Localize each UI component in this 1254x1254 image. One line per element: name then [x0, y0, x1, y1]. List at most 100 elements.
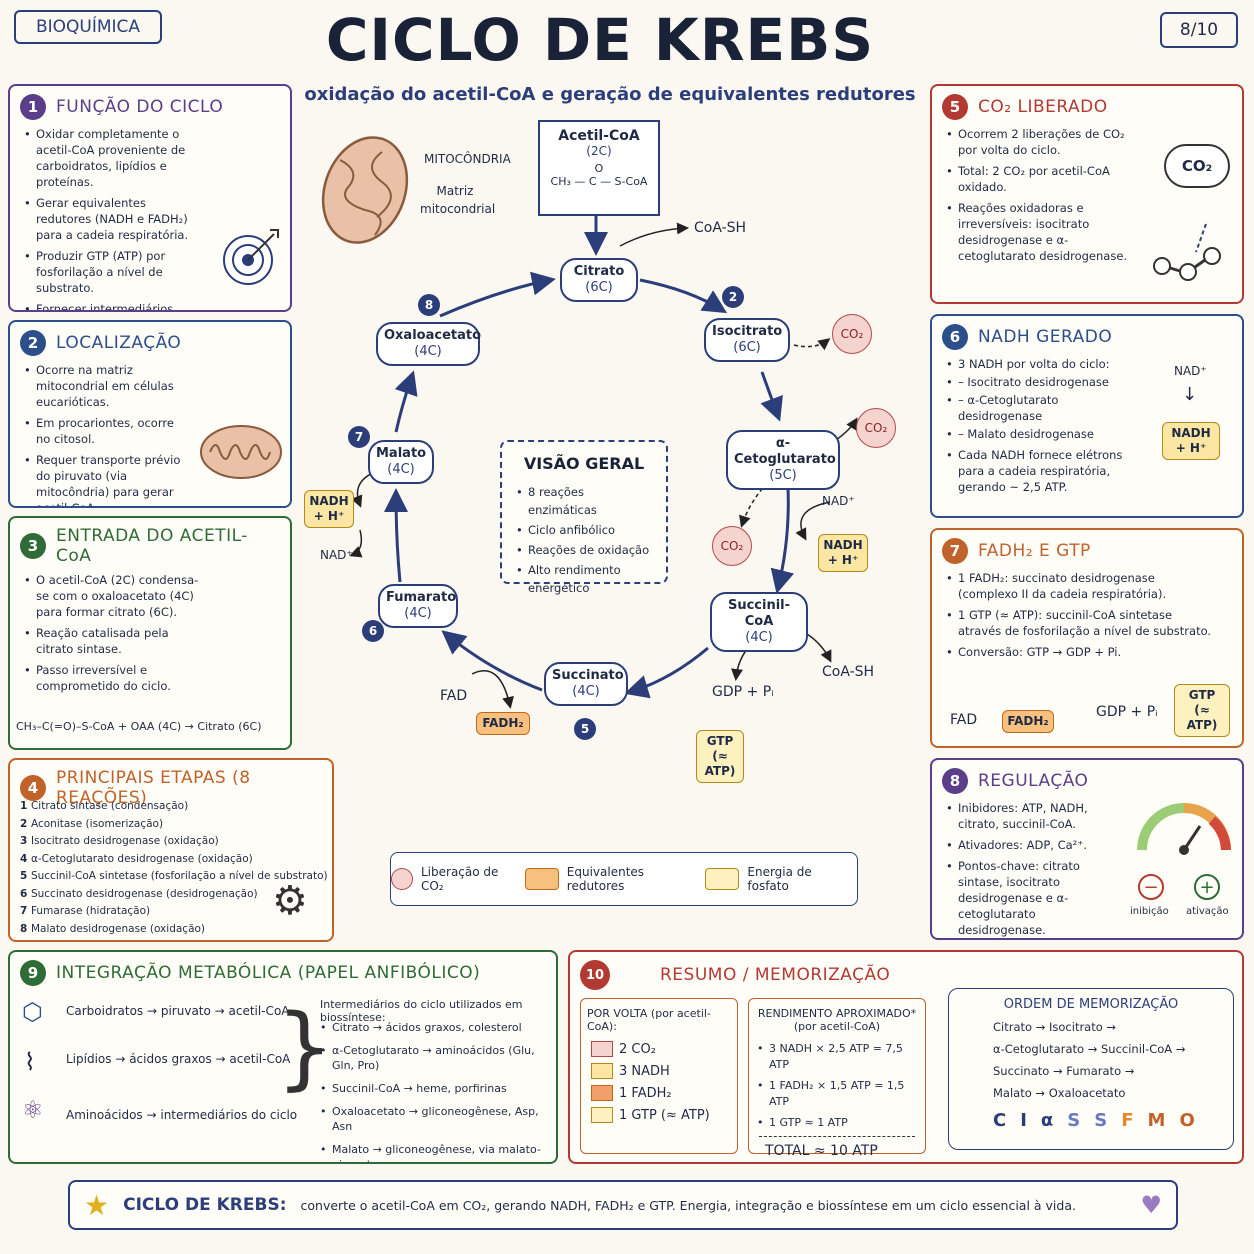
panel-integracao: 9 INTEGRAÇÃO METABÓLICA (PAPEL ANFIBÓLICO… — [8, 950, 558, 1164]
per-turn-box: POR VOLTA (por acetil-CoA): 2 CO₂ 3 NADH… — [580, 998, 738, 1154]
list-item: Ocorre na matriz mitocondrial em células… — [24, 362, 190, 410]
panel-title: CO₂ LIBERADO — [978, 97, 1108, 117]
node-oxaloacetato: Oxaloacetato(4C) — [376, 322, 481, 366]
panel-number: 10 — [580, 960, 610, 990]
yield-item: 1 FADH₂ × 1,5 ATP = 1,5 ATP — [757, 1078, 915, 1110]
legend-swatch — [705, 868, 740, 890]
nadh-box: NADH + H⁺ — [304, 490, 354, 528]
list-item: Fornecer intermediários para biossíntese… — [24, 301, 200, 310]
list-item: Succinil-CoA → heme, porfirinas — [320, 1081, 546, 1096]
heart-icon: ♥ — [1140, 1191, 1162, 1219]
gtp-box: GTP (≈ ATP) — [696, 730, 744, 783]
order-title: ORDEM DE MEMORIZAÇÃO — [1003, 997, 1179, 1012]
order-line: Malato → Oxaloacetato — [993, 1086, 1126, 1100]
panel-number: 9 — [20, 960, 46, 986]
co2-bubble: CO₂ — [832, 314, 872, 354]
minus-icon: − — [1138, 874, 1164, 900]
acetyl-coa-name: Acetil-CoA — [558, 128, 640, 144]
order-line: Succinato → Fumarato → — [993, 1064, 1135, 1078]
panel-number: 3 — [20, 533, 46, 559]
footer-label: CICLO DE KREBS: — [123, 1195, 287, 1215]
gear-icon: ⚙ — [272, 878, 308, 924]
panel-number: 6 — [942, 324, 968, 350]
aminoacid-icon: ⚛ — [22, 1096, 44, 1124]
per-turn-title: POR VOLTA (por acetil-CoA): — [587, 1007, 711, 1033]
list-item: Reação catalisada pela citrato sintase. — [24, 625, 200, 657]
list-item: Reações de oxidação — [516, 541, 656, 559]
legend-swatch — [391, 868, 413, 890]
overview-box: VISÃO GERAL 8 reações enzimáticas Ciclo … — [500, 440, 668, 595]
list-subitem: – Malato desidrogenase — [946, 426, 1132, 442]
node-alfa-cetoglutarato: α-Cetoglutarato(5C) — [726, 430, 840, 490]
co2-cloud-icon: CO₂ — [1164, 144, 1230, 188]
star-icon: ★ — [84, 1188, 110, 1222]
mitochondrion-illustration — [321, 136, 409, 244]
list-item: 8 reações enzimáticas — [516, 483, 656, 519]
list-item: Ciclo anfibólico — [516, 521, 656, 539]
order-box: ORDEM DE MEMORIZAÇÃO Citrato → Isocitrat… — [948, 988, 1234, 1150]
inhibition-label: inibição — [1130, 906, 1169, 917]
legend: Liberação de CO₂ Equivalentes redutores … — [390, 852, 858, 906]
fad-label: FAD — [440, 688, 468, 704]
per-turn-item: 1 FADH₂ — [619, 1085, 672, 1101]
gtp-box: GTP (≈ ATP) — [1174, 684, 1230, 737]
list-item: 1 GTP (≈ ATP): succinil-CoA sintetase at… — [946, 607, 1212, 639]
target-icon — [223, 229, 279, 285]
gauge-icon — [1137, 803, 1231, 855]
step-item: 4 α-Cetoglutarato desidrogenase (oxidaçã… — [20, 852, 253, 865]
panel-number: 8 — [942, 768, 968, 794]
step-item: 6 Succinato desidrogenase (desidrogenaçã… — [20, 887, 258, 900]
step-item: 5 Succinil-CoA sintetase (fosforilação a… — [20, 870, 328, 882]
list-item: Ativadores: ADP, Ca²⁺. — [946, 837, 1118, 853]
panel-number: 4 — [20, 775, 46, 801]
panel-title: INTEGRAÇÃO METABÓLICA (PAPEL ANFIBÓLICO) — [56, 963, 481, 983]
acetyl-coa-oxygen: O — [594, 162, 604, 175]
legend-label: Liberação de CO₂ — [420, 865, 499, 893]
legend-swatch — [524, 868, 559, 890]
list-item: Reações oxidadoras e irreversíveis: isoc… — [946, 200, 1132, 264]
list-item: Pontos-chave: citrato sintase, isocitrat… — [946, 858, 1118, 938]
lipid-icon: ⌇ — [24, 1048, 36, 1076]
subject-tag: BIOQUÍMICA — [14, 10, 162, 44]
panel-title: NADH GERADO — [978, 327, 1113, 347]
acetyl-coa-formula: CH₃ — C — S-CoA — [550, 175, 648, 188]
step-marker: 6 — [362, 620, 384, 642]
footer-banner: ★ CICLO DE KREBS: converte o acetil-CoA … — [68, 1180, 1178, 1230]
down-arrow-icon: ↓ — [1182, 384, 1198, 405]
fad-label: FAD — [950, 712, 978, 728]
source-item: Carboidratos → piruvato → acetil-CoA — [66, 1004, 290, 1018]
node-malato: Malato(4C) — [368, 440, 434, 484]
panel-fadh2-gtp: 7 FADH₂ E GTP 1 FADH₂: succinato desidrog… — [930, 528, 1244, 748]
page-title: CICLO DE KREBS — [325, 6, 875, 74]
coash-label: CoA-SH — [822, 664, 875, 680]
list-item: Total: 2 CO₂ por acetil-CoA oxidado. — [946, 163, 1132, 195]
list-item: α-Cetoglutarato → aminoácidos (Glu, Gln,… — [320, 1043, 546, 1073]
list-item: Em procariontes, ocorre no citosol. — [24, 415, 190, 447]
list-item: Inibidores: ATP, NADH, citrato, succinil… — [946, 800, 1118, 832]
panel-title: REGULAÇÃO — [978, 771, 1089, 791]
activation-label: ativação — [1186, 906, 1229, 917]
yield-subtitle: (por acetil-CoA) — [793, 1020, 881, 1033]
step-item: 3 Isocitrato desidrogenase (oxidação) — [20, 835, 219, 847]
list-item: Conversão: GTP → GDP + Pi. — [946, 644, 1212, 660]
gdp-label: GDP + Pᵢ — [1096, 704, 1158, 720]
fadh2-box: FADH₂ — [476, 712, 530, 735]
yield-total: TOTAL ≈ 10 ATP — [765, 1143, 878, 1159]
panel-number: 7 — [942, 538, 968, 564]
coash-label: CoA-SH — [694, 220, 747, 236]
source-item: Aminoácidos → intermediários do ciclo — [66, 1108, 298, 1122]
list-item: Cada NADH fornece elétrons para a cadeia… — [946, 447, 1132, 495]
list-item: 1 FADH₂: succinato desidrogenase (comple… — [946, 570, 1212, 602]
nad-label: NAD⁺ — [1174, 364, 1207, 378]
panel-title: FADH₂ E GTP — [978, 541, 1091, 561]
gdp-label: GDP + Pᵢ — [712, 684, 774, 700]
list-subitem: – α-Cetoglutarato desidrogenase — [946, 392, 1132, 424]
mitochondrion-label: MITOCÔNDRIA — [424, 152, 511, 166]
node-succinato: Succinato(4C) — [544, 662, 628, 706]
step-marker: 8 — [418, 294, 440, 316]
order-line: Citrato → Isocitrato → — [993, 1020, 1117, 1034]
